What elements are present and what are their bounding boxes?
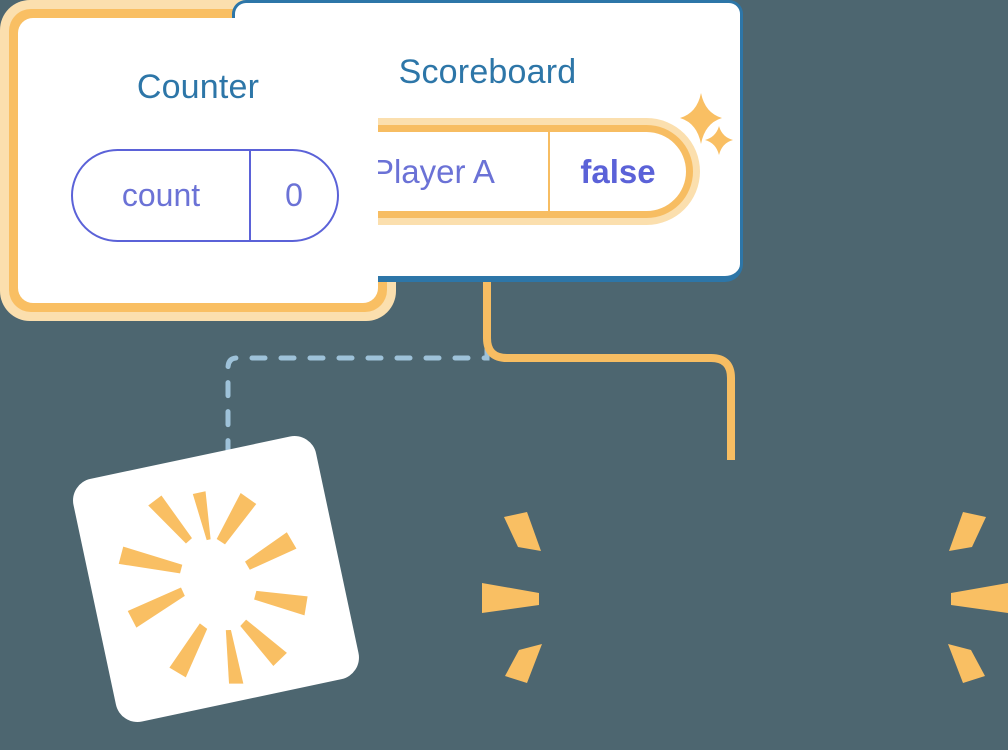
scoreboard-pill-divider — [548, 132, 550, 211]
counter-card[interactable]: Counter count 0 — [0, 0, 396, 321]
burst-rays-icon — [118, 491, 308, 684]
ray-left-lower — [505, 644, 542, 683]
burst-card[interactable] — [68, 431, 364, 727]
counter-pill-value: 0 — [285, 177, 303, 213]
ray-right-lower — [948, 644, 985, 683]
counter-card-face: Counter count 0 — [18, 18, 378, 303]
counter-title: Counter — [136, 68, 260, 106]
counter-state-pill[interactable]: count 0 — [71, 149, 339, 242]
ray-left-upper — [504, 512, 541, 551]
scoreboard-title: Scoreboard — [398, 53, 577, 91]
ray-left-middle — [482, 583, 539, 613]
counter-pill-key: count — [121, 177, 201, 213]
ray-right-middle — [951, 583, 1008, 613]
solid-connector-path — [483, 282, 735, 460]
ray-right-upper — [949, 512, 986, 551]
counter-pill-divider — [249, 151, 251, 240]
scoreboard-pill-value: false — [580, 152, 656, 190]
counter-card-highlight-ring: Counter count 0 — [9, 9, 387, 312]
